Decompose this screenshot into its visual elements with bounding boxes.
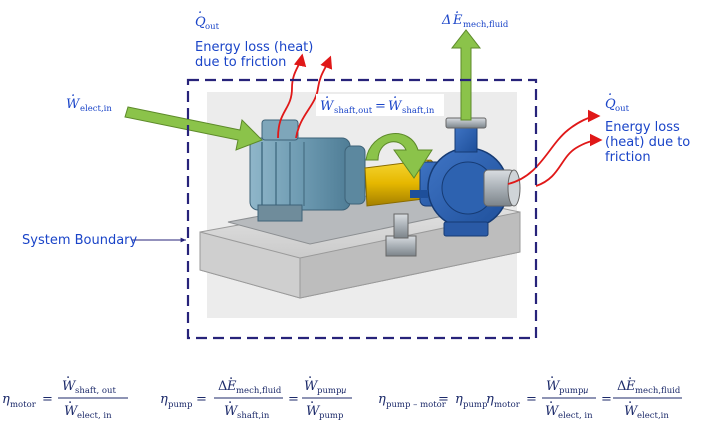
svg-text:shaft,in: shaft,in <box>402 106 435 116</box>
shaft-work-label: W . shaft,out = W . shaft,in <box>316 87 444 116</box>
heat-loss-arrow-motor-1 <box>277 53 307 139</box>
svg-text:.: . <box>71 85 75 100</box>
svg-text:Q: Q <box>605 97 616 112</box>
svg-text:Δ: Δ <box>218 379 227 394</box>
energy-loss-pump-line1: Energy loss <box>605 120 680 135</box>
svg-text:E: E <box>452 13 463 28</box>
svg-text:elect, in: elect, in <box>77 411 112 421</box>
svg-text:.: . <box>308 367 312 382</box>
svg-text:η: η <box>378 392 386 407</box>
svg-text:η: η <box>486 392 494 407</box>
svg-text:.: . <box>229 368 233 383</box>
svg-text:=: = <box>438 392 449 407</box>
svg-text:elect,in: elect,in <box>637 411 669 421</box>
svg-text:=: = <box>42 392 53 407</box>
svg-text:W: W <box>306 404 321 419</box>
svg-text:out: out <box>615 104 630 114</box>
svg-text:Q: Q <box>195 15 206 30</box>
svg-text:mech,fluid: mech,fluid <box>236 386 282 396</box>
delta-e-mech-fluid-label: Δ E . mech,fluid <box>441 2 509 30</box>
svg-text:E: E <box>226 379 237 394</box>
svg-text:W: W <box>224 404 239 419</box>
energy-loss-motor-line2: due to friction <box>195 55 286 70</box>
svg-text:W: W <box>624 404 639 419</box>
system-boundary-label: System Boundary <box>22 233 138 248</box>
svg-text:E: E <box>625 379 636 394</box>
svg-text:=: = <box>288 392 299 407</box>
svg-text:=: = <box>526 392 537 407</box>
svg-text:.: . <box>325 87 329 102</box>
svg-text:shaft,out: shaft,out <box>334 106 373 116</box>
electric-motor <box>249 119 366 222</box>
svg-text:.: . <box>455 2 459 17</box>
energy-loss-pump-line2: (heat) due to <box>605 135 690 150</box>
svg-text:.: . <box>66 367 70 382</box>
electrical-input-arrow <box>124 106 263 151</box>
svg-text:=: = <box>601 392 612 407</box>
svg-text:mech,fluid: mech,fluid <box>635 386 681 396</box>
svg-text:W: W <box>545 404 560 419</box>
svg-text:motor: motor <box>494 400 521 410</box>
svg-text:.: . <box>550 367 554 382</box>
svg-text:=: = <box>196 392 207 407</box>
mech-energy-output-arrow <box>450 29 482 121</box>
svg-text:W: W <box>320 99 335 114</box>
svg-text:=: = <box>375 99 386 114</box>
svg-text:.: . <box>228 392 232 407</box>
svg-text:W: W <box>304 379 319 394</box>
svg-text:.: . <box>549 392 553 407</box>
svg-text:η: η <box>455 392 463 407</box>
svg-text:Δ: Δ <box>617 379 626 394</box>
svg-text:.: . <box>68 392 72 407</box>
q-out-label-top: Q . out <box>195 2 220 32</box>
svg-text:W: W <box>388 99 403 114</box>
svg-text:η: η <box>2 392 10 407</box>
svg-text:.: . <box>198 2 202 17</box>
svg-text:out: out <box>205 22 220 32</box>
svg-text:u: u <box>583 386 588 396</box>
svg-text:u: u <box>341 386 346 396</box>
svg-text:motor: motor <box>10 400 37 410</box>
heat-loss-arrow-motor-2 <box>295 55 333 139</box>
energy-loss-pump-line3: friction <box>605 150 651 165</box>
heat-loss-arrow-pump-2 <box>535 133 603 187</box>
svg-text:W: W <box>62 379 77 394</box>
eta-pump-equation: η pump = Δ E . mech,fluid W . shaft,in =… <box>160 367 352 421</box>
svg-text:W: W <box>66 97 81 112</box>
svg-text:.: . <box>628 392 632 407</box>
svg-text:pump: pump <box>319 411 344 421</box>
svg-text:shaft,in: shaft,in <box>237 411 270 421</box>
system-boundary-box <box>186 78 538 340</box>
svg-text:shaft, out: shaft, out <box>75 386 116 396</box>
svg-text:elect,in: elect,in <box>80 104 112 114</box>
svg-text:pump,: pump, <box>317 386 344 396</box>
svg-text:W: W <box>64 404 79 419</box>
shaft-work-arrow <box>365 133 433 179</box>
svg-text:pump: pump <box>168 400 193 410</box>
eta-pump-motor-equation: η pump – motor = η pump η motor = W . pu… <box>378 367 682 421</box>
svg-text:mech,fluid: mech,fluid <box>463 20 509 30</box>
centrifugal-pump <box>385 117 521 257</box>
q-out-label-right: Q . out <box>605 84 630 114</box>
energy-loss-motor-line1: Energy loss (heat) <box>195 40 313 55</box>
svg-text:.: . <box>608 84 612 99</box>
w-elect-in-label: W . elect,in <box>66 85 112 114</box>
svg-text:.: . <box>628 368 632 383</box>
heat-loss-arrow-pump-1 <box>507 109 601 185</box>
svg-text:pump – motor: pump – motor <box>386 400 447 410</box>
svg-text:elect, in: elect, in <box>558 411 593 421</box>
svg-text:Δ: Δ <box>441 13 451 28</box>
eta-motor-equation: η motor = W . shaft, out W . elect, in <box>2 367 128 421</box>
svg-text:W: W <box>546 379 561 394</box>
svg-text:η: η <box>160 392 168 407</box>
svg-text:pump: pump <box>463 400 488 410</box>
svg-text:.: . <box>393 87 397 102</box>
svg-text:.: . <box>310 392 314 407</box>
svg-text:pump,: pump, <box>559 386 586 396</box>
